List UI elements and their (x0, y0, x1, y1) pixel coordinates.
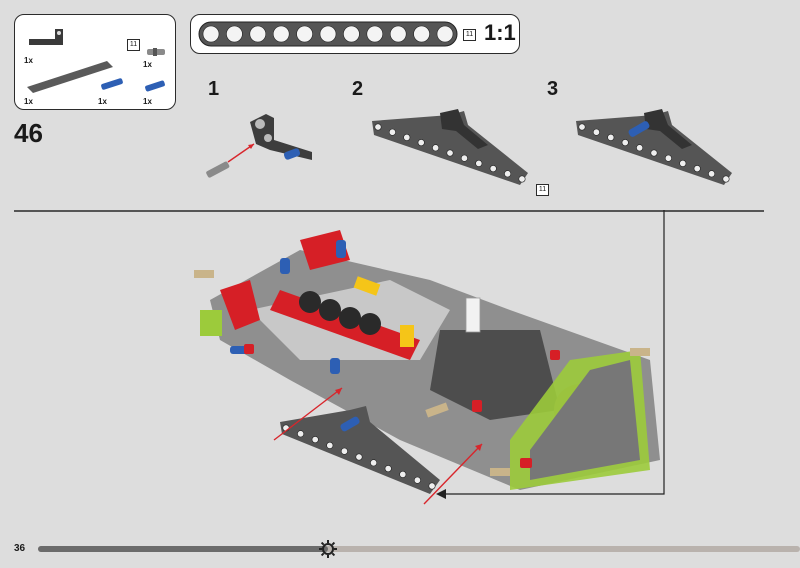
beam-hole (399, 470, 407, 478)
beam-hole (296, 25, 313, 43)
scale-ruler-panel: 11 (190, 14, 520, 54)
part-qty: 1x (143, 60, 152, 69)
part-qty: 1x (24, 97, 33, 106)
beam-hole (489, 165, 497, 173)
beam-hole (475, 159, 483, 167)
substep-number-2: 2 (352, 78, 364, 100)
beam-hole (272, 25, 290, 43)
beam-hole (370, 459, 378, 467)
beam-hole (311, 436, 319, 444)
step-divider (14, 210, 764, 212)
pin-gray-icon (147, 48, 165, 56)
part-qty: 1x (143, 97, 152, 106)
beam-hole (708, 170, 716, 178)
beam-length-callout: 11 (127, 39, 140, 51)
beam-hole (578, 123, 586, 131)
beam-hole (297, 430, 305, 438)
beam-hole (592, 128, 600, 136)
ruler-beam-drawing (198, 21, 458, 47)
main-step-number: 46 (14, 118, 43, 148)
beam-hole (693, 165, 701, 173)
substep-1-illustration (206, 114, 312, 178)
beam-hole (326, 441, 334, 449)
page-number: 36 (14, 543, 26, 554)
scale-label: 1:1 (484, 20, 516, 45)
parts-list-drawing (27, 29, 165, 93)
substep-number-1: 1 (208, 78, 220, 100)
beam-hole (636, 144, 644, 152)
ruler-length-callout: 11 (463, 29, 476, 41)
beam-hole (202, 25, 220, 43)
beam-hole (518, 175, 526, 183)
beam-hole (388, 128, 396, 136)
beam-hole (722, 175, 730, 183)
beam-hole (374, 123, 382, 131)
beam-hole (366, 25, 384, 43)
beam-hole (403, 133, 411, 141)
parts-list-panel: 1x 1x 1x 1x 1x 11 (14, 14, 176, 110)
beam-hole (226, 25, 243, 43)
beam-hole (460, 154, 468, 162)
part-qty: 1x (98, 97, 107, 106)
beam-hole (413, 25, 430, 43)
beam-hole (436, 25, 454, 43)
pin-blue-long-icon (101, 78, 123, 90)
beam-hole (607, 133, 615, 141)
angled-beam-icon (29, 29, 63, 45)
beam-11-icon (27, 61, 113, 93)
beam-hole (428, 482, 436, 490)
beam-hole (249, 25, 267, 43)
beam-hole (432, 144, 440, 152)
beam-hole (389, 25, 407, 43)
beam-hole (504, 170, 512, 178)
beam-hole (319, 25, 337, 43)
beam-hole (413, 476, 421, 484)
substep-number-3: 3 (547, 78, 559, 100)
substep-2-length-callout: 11 (536, 184, 549, 196)
beam-hole (679, 159, 687, 167)
beam-hole (664, 154, 672, 162)
substep-2-illustration (372, 109, 528, 185)
beam-hole (650, 149, 658, 157)
progress-fill (38, 546, 328, 552)
beam-hole (355, 453, 363, 461)
beam-hole (621, 139, 629, 147)
beam-hole (343, 25, 360, 43)
beam-hole (340, 447, 348, 455)
progress-track (38, 546, 800, 552)
gear-icon (319, 540, 337, 558)
part-qty: 1x (24, 56, 33, 65)
beam-hole (417, 139, 425, 147)
beam-hole (446, 149, 454, 157)
beam-hole (384, 465, 392, 473)
substep-3-illustration (576, 109, 732, 185)
pin-blue-icon (145, 80, 165, 92)
main-assembly-illustration (194, 230, 660, 505)
